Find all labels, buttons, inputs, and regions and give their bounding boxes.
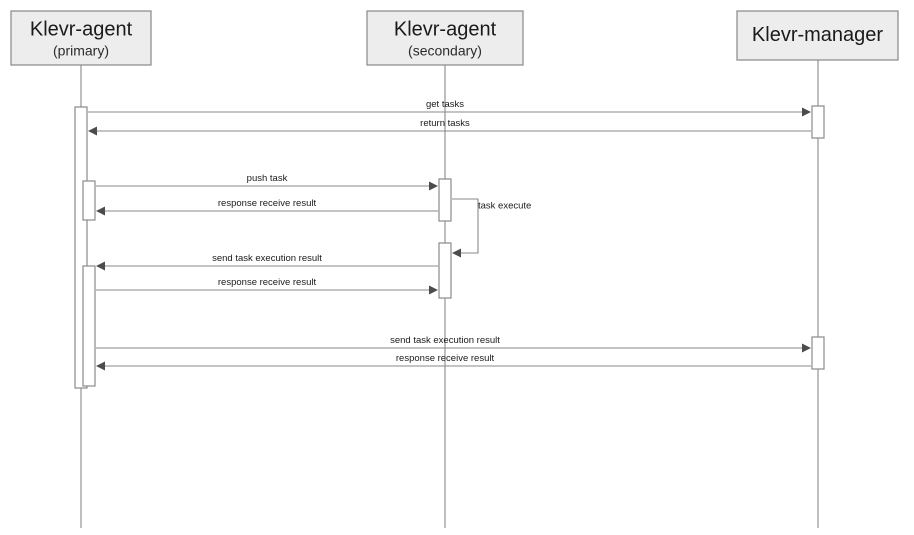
participant-name: Klevr-agent (394, 18, 497, 40)
arrow-head-icon (802, 107, 811, 117)
message-5[interactable]: task execute (452, 198, 531, 258)
arrow-head-icon (96, 361, 105, 371)
activation-bar-agent-secondary (438, 178, 452, 222)
message-3[interactable]: push task (96, 173, 438, 191)
messages-group: get tasks return tasks push task response r… (88, 99, 811, 371)
activations-group (74, 105, 825, 389)
message-1[interactable]: get tasks (88, 99, 811, 117)
arrow-head-icon (96, 261, 105, 271)
message-label: get tasks (426, 99, 464, 110)
participant-agent-primary[interactable]: Klevr-agent (primary) (10, 10, 152, 66)
arrow-head-icon (429, 181, 438, 191)
message-6[interactable]: send task execution result (96, 253, 438, 271)
arrow-head-icon (96, 206, 105, 216)
message-label: response receive result (218, 198, 317, 209)
participant-manager[interactable]: Klevr-manager (736, 10, 899, 61)
participant-box-rect (366, 10, 524, 66)
message-4[interactable]: response receive result (96, 198, 438, 216)
participant-qualifier: (secondary) (408, 43, 482, 59)
activation-bar-agent-primary (82, 265, 96, 387)
participant-box-rect (10, 10, 152, 66)
message-2[interactable]: return tasks (88, 118, 811, 136)
arrow-head-icon (452, 248, 461, 258)
message-label: send task execution result (390, 335, 500, 346)
message-label: response receive result (396, 353, 495, 364)
message-7[interactable]: response receive result (96, 277, 438, 295)
message-8[interactable]: send task execution result (96, 335, 811, 353)
participant-name: Klevr-agent (30, 18, 133, 40)
participant-agent-secondary[interactable]: Klevr-agent (secondary) (366, 10, 524, 66)
arrow-head-icon (88, 126, 97, 136)
arrow-head-icon (802, 343, 811, 353)
message-label: push task (247, 173, 288, 184)
message-label: response receive result (218, 277, 317, 288)
message-label: task execute (478, 201, 531, 212)
message-9[interactable]: response receive result (96, 353, 811, 371)
participant-box-rect (736, 10, 899, 61)
arrow-head-icon (429, 285, 438, 295)
participant-qualifier: (primary) (53, 43, 109, 59)
participants-group: Klevr-agent (primary) Klevr-agent (secondar… (10, 10, 899, 66)
activation-bar-manager (811, 336, 825, 370)
activation-bar-agent-primary (82, 180, 96, 221)
message-label: send task execution result (212, 253, 322, 264)
activation-bar-manager (811, 105, 825, 139)
activation-bar-agent-secondary (438, 242, 452, 299)
message-label: return tasks (420, 118, 470, 129)
message-path-self (452, 198, 479, 254)
participant-name: Klevr-manager (752, 24, 884, 46)
